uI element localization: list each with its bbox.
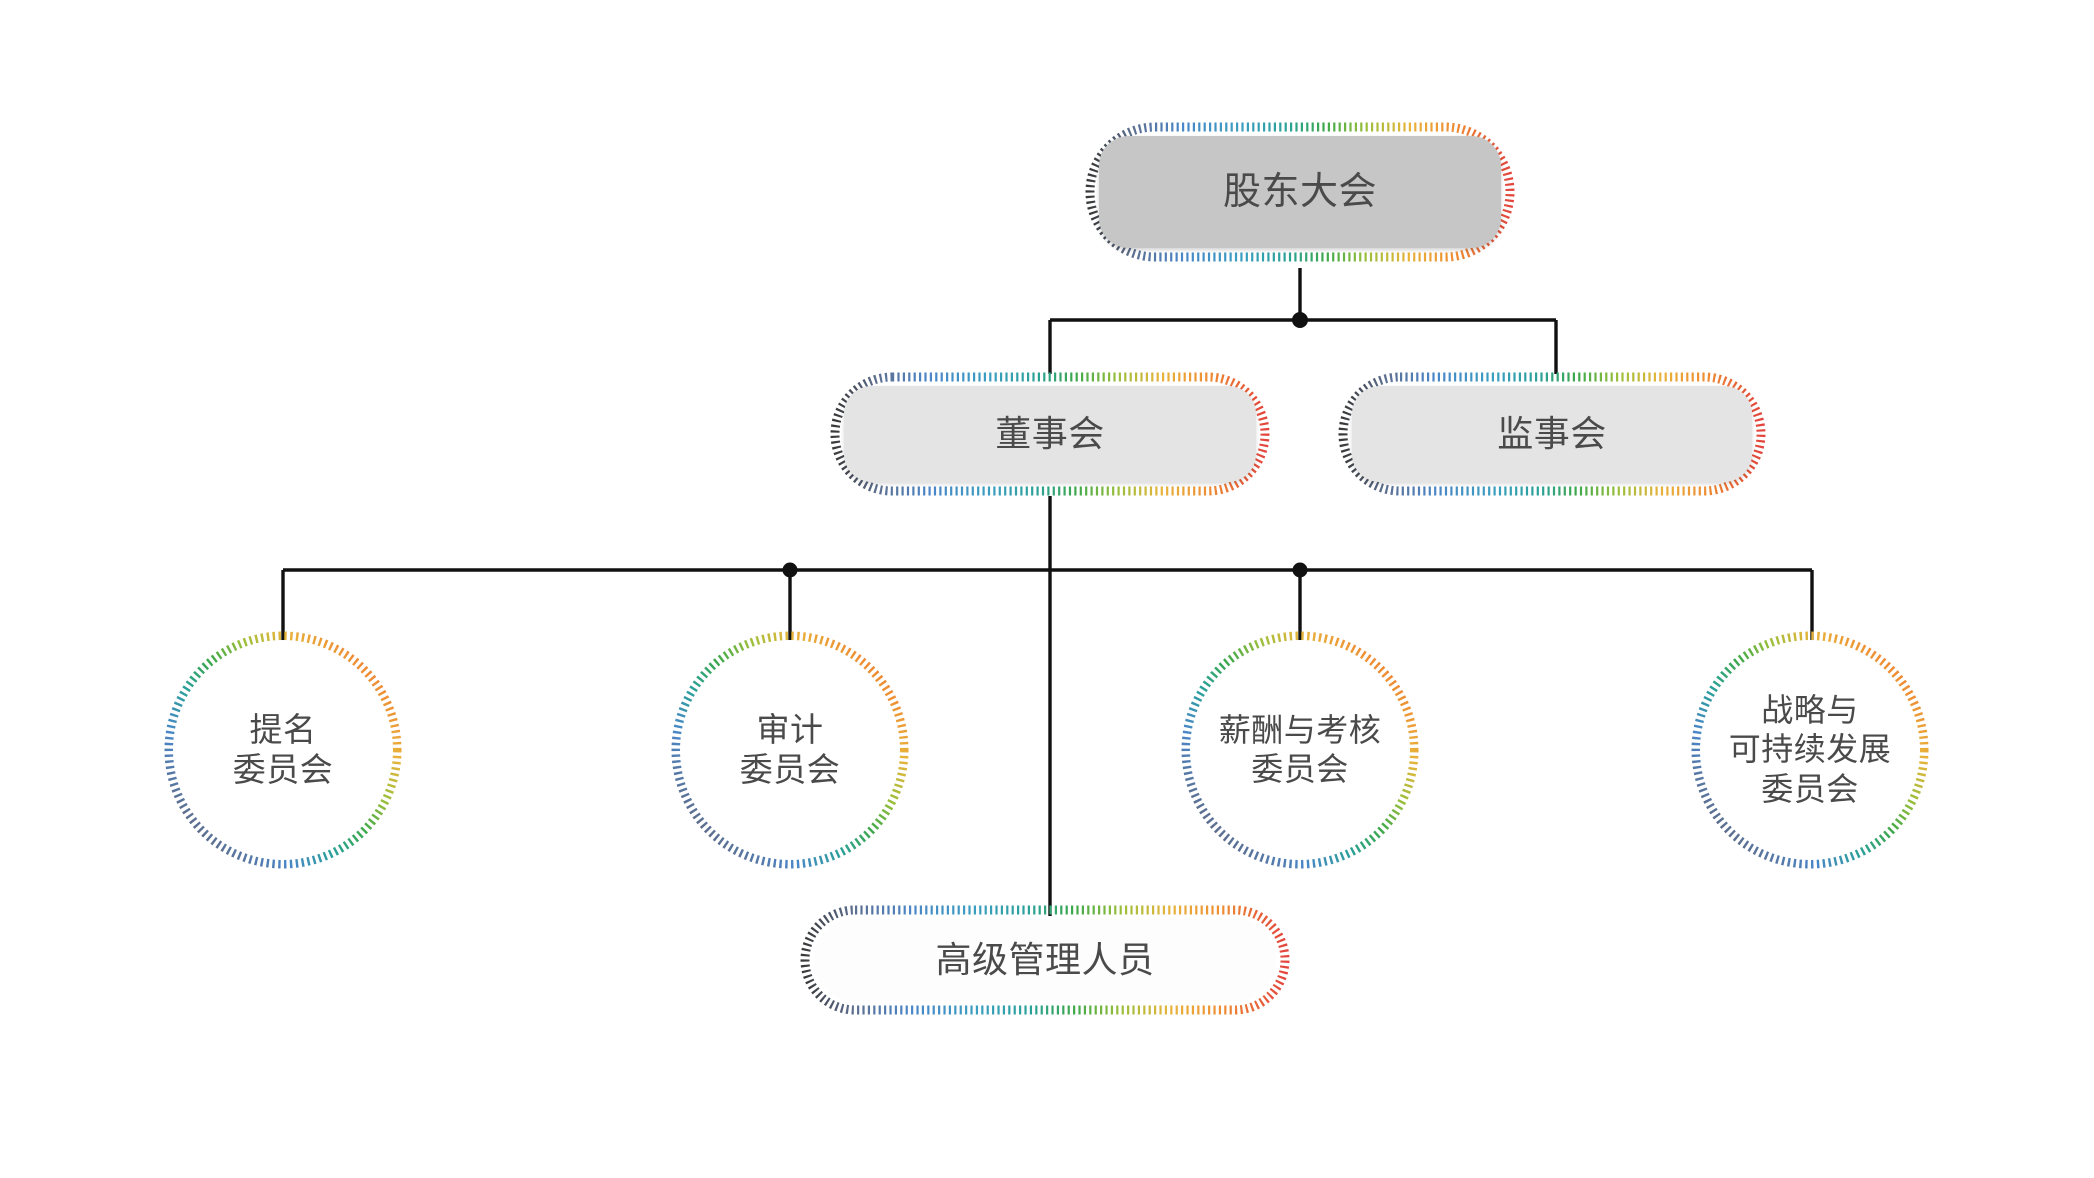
node-board-of-directors[interactable]: 董事会: [830, 372, 1270, 496]
node-label: 提名 委员会: [232, 710, 334, 788]
node-face: 战略与 可持续发展 委员会: [1700, 640, 1920, 860]
node-board-of-supervisors[interactable]: 监事会: [1338, 372, 1766, 496]
node-face: 审计 委员会: [680, 640, 900, 860]
junction-dot-level2: [1292, 312, 1308, 328]
node-face: 提名 委员会: [173, 640, 393, 860]
node-senior-management[interactable]: 高级管理人员: [800, 905, 1290, 1015]
node-shareholders-meeting[interactable]: 股东大会: [1085, 122, 1515, 262]
node-nomination-committee[interactable]: 提名 委员会: [163, 630, 403, 870]
node-remuneration-and-appraisal-committee[interactable]: 薪酬与考核 委员会: [1180, 630, 1420, 870]
node-face: 董事会: [844, 386, 1256, 482]
node-label: 审计 委员会: [739, 710, 841, 788]
junction-dot-audit: [782, 562, 798, 578]
node-label: 监事会: [1497, 413, 1607, 455]
node-face: 薪酬与考核 委员会: [1190, 640, 1410, 860]
node-label: 董事会: [995, 413, 1105, 455]
node-face: 监事会: [1352, 386, 1752, 482]
node-label: 战略与 可持续发展 委员会: [1728, 692, 1892, 807]
node-label: 股东大会: [1222, 170, 1377, 213]
node-face: 高级管理人员: [814, 919, 1276, 1001]
node-label: 薪酬与考核 委员会: [1218, 711, 1382, 787]
junction-dot-remuneration: [1292, 562, 1308, 578]
node-audit-committee[interactable]: 审计 委员会: [670, 630, 910, 870]
node-label: 高级管理人员: [935, 939, 1155, 981]
node-strategy-and-sustainable-development-committee[interactable]: 战略与 可持续发展 委员会: [1690, 630, 1930, 870]
node-face: 股东大会: [1099, 136, 1501, 248]
